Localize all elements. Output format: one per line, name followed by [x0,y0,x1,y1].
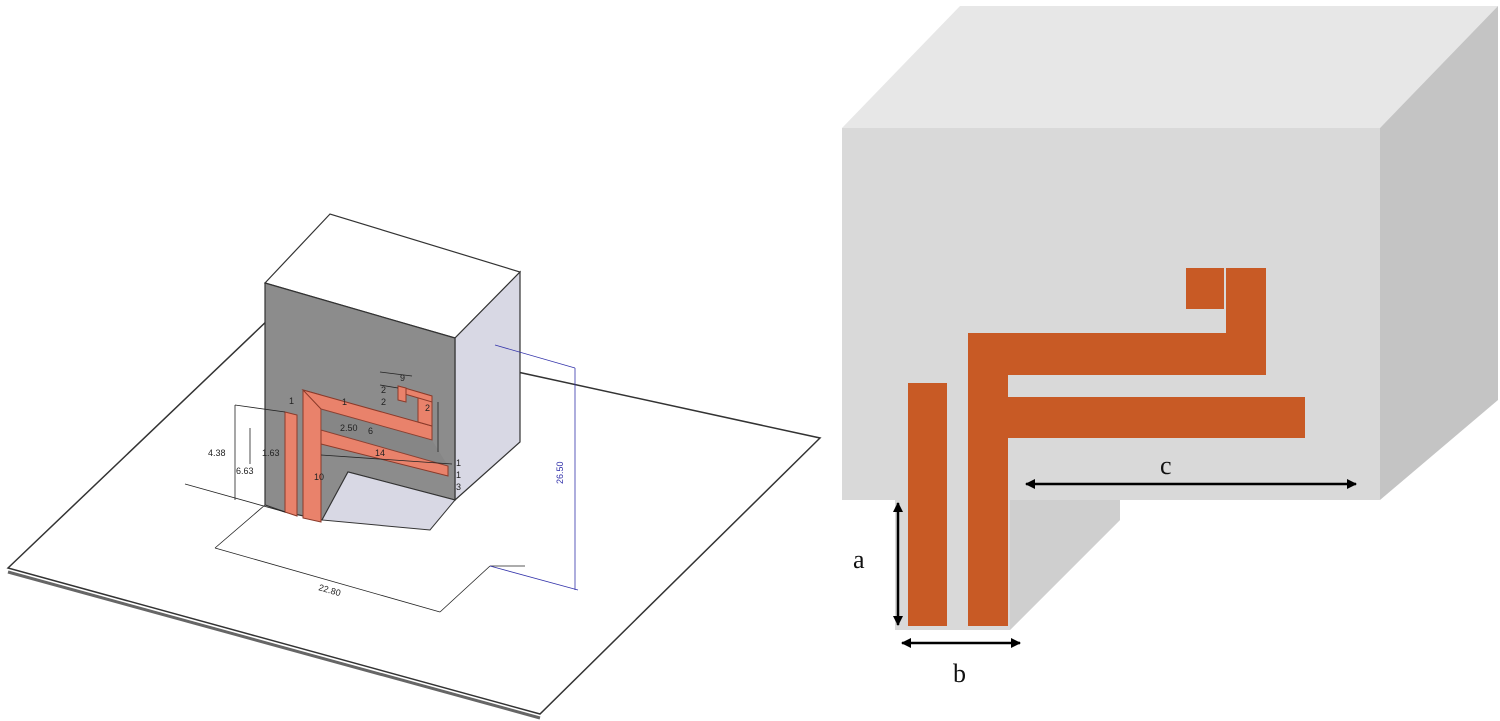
dim-label: 1 [289,396,294,406]
strip-arm-lower [320,429,449,477]
block-notch-face [1010,500,1120,630]
block-top-face [842,6,1498,128]
dimension-arrows [893,479,1357,648]
strip-feed-long [968,333,1008,626]
strip-hook-vertical [1226,268,1266,333]
strip-arm-upper [301,389,433,441]
dim-label: 14 [375,448,385,458]
strip-hook-stub [1186,268,1224,309]
dim-label: 10 [314,472,324,482]
ground-plane-edge [7,570,541,720]
strip-feed-long [302,389,322,523]
gap-between-arms [321,409,448,466]
label-a: a [853,545,865,574]
dim-label: 2 [381,385,386,395]
strip-feed-short [284,411,298,517]
dim-label: 6 [368,426,373,436]
dim-label: 1.63 [262,448,280,458]
dim-label: 2 [381,397,386,407]
strip-hook-stub [397,385,407,403]
dim-label: 6.63 [236,466,254,476]
dim-label: 1 [456,470,461,480]
dim-label: 1 [456,458,461,468]
dim-label: 2.50 [340,423,358,433]
dim-label-height: 26.50 [555,461,565,484]
copper-pattern [284,385,449,523]
strip-arm-upper [1008,333,1266,375]
copper-pattern [908,268,1305,626]
strip-arm-lower [1008,397,1305,438]
dimension-lines-blue [489,344,579,591]
dim-label: 1 [342,397,347,407]
dim-label: 9 [400,373,405,383]
block-side-face [1380,6,1498,500]
block-notch-face [321,471,456,531]
dimension-lines-left [184,371,525,613]
dim-label: 3 [456,482,461,492]
label-c: c [1160,451,1172,480]
right-panel: a b c [842,6,1498,688]
dim-label: 2 [425,403,430,413]
label-b: b [953,659,966,688]
left-panel: 9 2 2 1 1 2 2.50 6 14 1.63 4.38 6.63 10 … [6,213,822,720]
dim-label: 4.38 [208,448,226,458]
strip-feed-short [908,383,947,626]
